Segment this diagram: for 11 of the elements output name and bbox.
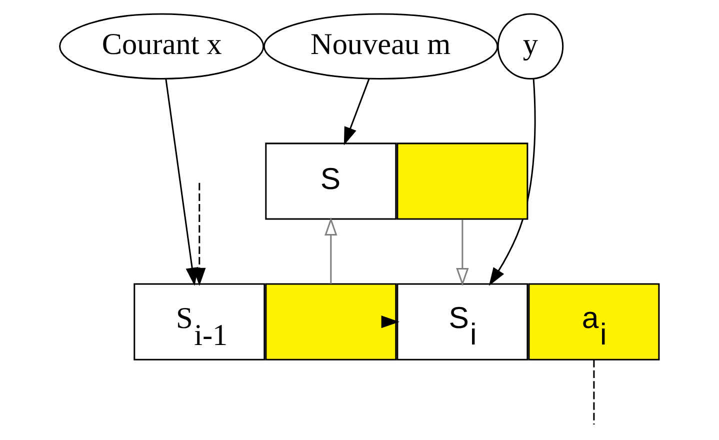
arrow (381, 315, 400, 328)
node-ellipse: Courant x (59, 13, 264, 80)
node-circle: y (497, 13, 564, 80)
connector (593, 360, 595, 424)
arrow (324, 217, 338, 284)
node-box (396, 142, 528, 220)
arrow (488, 78, 536, 286)
node-box: S (265, 142, 397, 220)
arrow (344, 78, 370, 146)
arrow (456, 220, 469, 286)
node-ellipse: Nouveau m (263, 13, 498, 80)
